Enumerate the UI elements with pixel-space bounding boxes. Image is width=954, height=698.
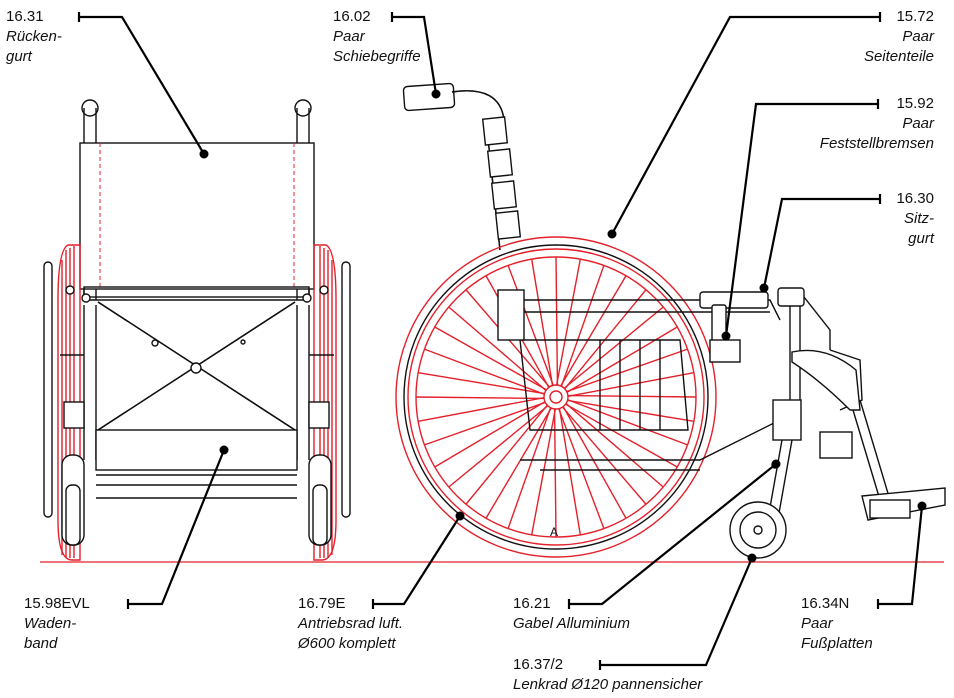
label-text: Seitenteile [863,48,934,65]
label-caster-wheel: 16.37/2 Lenkrad Ø120 pannensicher [513,655,702,695]
spoke [565,403,664,488]
spoke [566,326,678,393]
spoke [553,408,557,538]
spoke [417,396,545,422]
spoke [448,405,549,488]
spoke [555,258,581,386]
spoke [434,326,547,391]
label-text: Ø600 komplett [298,635,396,652]
spoke [562,406,627,519]
label-drive-wheel: 16.79E Antriebsrad luft. Ø600 komplett [298,594,403,654]
spoke [567,399,688,446]
label-text: Fußplatten [801,635,873,652]
label-text: Paar [801,615,833,632]
wheel-spokes [415,256,697,538]
label-code: 16.31 [6,8,44,25]
spoke [507,265,554,386]
label-code: 16.34N [801,595,850,612]
spoke [567,394,697,398]
label-text: Lenkrad Ø120 pannensicher [513,676,703,693]
label-text: Schiebegriffe [333,48,421,65]
spoke [418,371,545,395]
label-text: Antriebsrad luft. [298,615,404,632]
spoke [530,259,554,386]
spoke [465,404,548,505]
spoke [507,407,552,529]
spoke [560,265,605,387]
spoke [424,401,546,446]
spoke [448,306,547,391]
label-seat-belt: 16.30 Sitz- gurt [896,189,934,249]
spoke [565,403,678,468]
spoke [564,289,647,390]
leader-lines [77,12,927,670]
label-text: Rücken- [6,28,62,45]
spoke [415,396,545,400]
spoke [558,408,582,535]
label-code: 16.21 [513,595,551,612]
label-footplates: 16.34N Paar Fußplatten [801,594,873,654]
label-side-panels: 15.72 Paar Seitenteile [864,7,934,67]
label-push-handles: 16.02 Paar Schiebegriffe [333,7,421,67]
spoke [560,275,627,387]
label-calf-strap: 15.98EVL Waden- band [24,594,90,654]
label-text: Feststellbremsen [819,135,934,152]
label-code: 15.72 [896,8,934,25]
label-text: Paar [902,28,934,45]
spoke [562,406,647,505]
label-fork: 16.21 Gabel Alluminium [513,594,630,634]
label-text: band [24,635,58,652]
spoke [424,348,545,395]
spoke [555,256,559,386]
label-text: Gabel Alluminium [513,615,630,632]
label-text: Paar [902,115,934,132]
label-code: 16.02 [333,8,371,25]
label-text: Paar [333,28,365,45]
svg-text:A: A [550,525,558,539]
spoke [567,372,695,398]
label-code: 15.98EVL [24,595,90,612]
label-parking-brakes: 15.92 Paar Feststellbremsen [820,94,934,154]
label-text: gurt [908,230,934,247]
side-view-wheelchair: A [395,82,946,559]
label-code: 16.37/2 [513,656,564,673]
label-code: 16.79E [298,595,346,612]
label-text: Waden- [24,615,77,632]
spoke [566,348,688,393]
spoke [434,401,546,468]
label-text: gurt [6,48,32,65]
spoke [485,407,552,519]
spoke [563,306,664,389]
label-text: Sitz- [904,210,934,227]
spoke [558,408,605,529]
spoke [567,399,694,423]
label-code: 15.92 [896,95,934,112]
label-code: 16.30 [896,190,934,207]
front-view-wheelchair [43,99,351,561]
label-backrest-belt: 16.31 Rücken- gurt [6,7,62,67]
